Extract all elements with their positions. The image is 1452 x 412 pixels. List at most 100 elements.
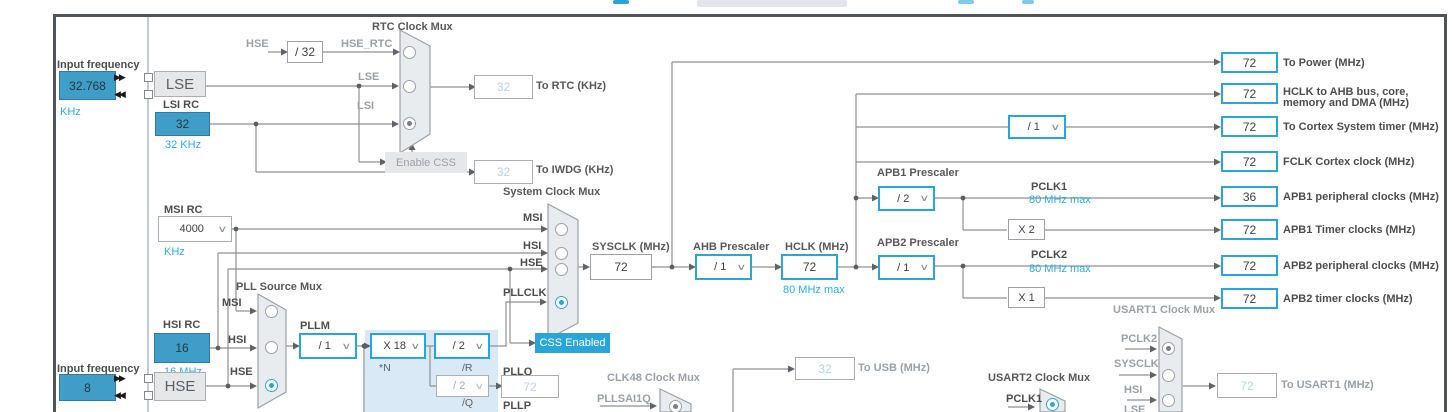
pllq-div-value: / 2	[453, 380, 466, 392]
chevron-down-icon: ∨	[736, 261, 747, 272]
sys-mux-hse-radio[interactable]	[555, 263, 568, 276]
panel-border-right	[1444, 14, 1447, 412]
to-rtc-value-box: 32	[474, 75, 533, 99]
sysclk-label: SYSCLK (MHz)	[592, 241, 670, 253]
pclk1-label: PCLK1	[1031, 181, 1068, 193]
panel-border-left	[53, 14, 56, 412]
pll-mux-msi-radio[interactable]	[265, 305, 278, 318]
lse-oscillator-box: LSE	[154, 71, 206, 97]
msi-rc-label: MSI RC	[164, 204, 203, 216]
chevron-down-icon: ∨	[410, 340, 421, 351]
lsi-rc-value-box: 32	[155, 112, 210, 136]
usart1-mux-sysclk-radio	[1162, 369, 1175, 382]
lse-input-frequency-label: Input frequency	[57, 59, 140, 71]
hclk-max-label: 80 MHz max	[783, 284, 845, 296]
pclk2-label: PCLK2	[1031, 249, 1068, 261]
cortex-timer-value-box[interactable]: 72	[1221, 116, 1278, 137]
usart2-mux-title: USART2 Clock Mux	[988, 372, 1091, 384]
pllq-value-box: 72	[501, 375, 559, 398]
ahb-prescaler-dropdown[interactable]: / 1 ∨	[695, 254, 752, 280]
usart2-pclk1-label: PCLK1	[1006, 393, 1043, 405]
clk48-mux-pllsai1q-radio	[669, 400, 682, 412]
chevron-down-icon: ∨	[474, 340, 485, 351]
hse-input-frequency-field[interactable]: 8	[59, 374, 116, 401]
pll-source-mux-title: PLL Source Mux	[236, 281, 322, 293]
apb2-peripheral-value-box[interactable]: 72	[1221, 255, 1278, 276]
chevron-down-icon: ∨	[919, 193, 930, 203]
pll-hsi-label: HSI	[228, 334, 247, 346]
enable-css-button: Enable CSS	[385, 152, 467, 173]
chevron-down-icon: ∨	[341, 340, 352, 351]
hclk-value-box[interactable]: 72	[781, 254, 838, 280]
apb2-prescaler-dropdown[interactable]: / 1 ∨	[878, 255, 935, 280]
pll-mux-hse-radio[interactable]	[265, 379, 278, 392]
usart2-mux-pclk1-radio[interactable]	[1046, 398, 1059, 411]
msi-frequency-dropdown[interactable]: 4000 ∨	[158, 216, 232, 242]
to-usb-label: To USB (MHz)	[858, 362, 930, 374]
osc32-out-pin	[144, 90, 153, 99]
apb1-peripheral-value-box[interactable]: 36	[1221, 186, 1278, 207]
rtc-lse-label: LSE	[358, 71, 380, 83]
to-rtc-label: To RTC (KHz)	[536, 80, 607, 92]
cortex-timer-prescaler-dropdown[interactable]: / 1 ∨	[1008, 115, 1066, 139]
usart1-lse-label: LSE	[1124, 404, 1146, 412]
sysclk-value-box[interactable]: 72	[590, 254, 652, 280]
sys-hsi-label: HSI	[523, 240, 542, 252]
hsi-rc-value-box: 16	[154, 333, 210, 363]
pll-mux-hsi-radio[interactable]	[265, 341, 278, 354]
pclk1-max-label: 80 MHz max	[1029, 194, 1091, 206]
toolbar-sliver-icon	[958, 0, 974, 4]
msi-frequency-value: 4000	[179, 223, 204, 235]
chevron-down-icon: ∨	[919, 262, 930, 272]
plln-multiplier-dropdown[interactable]: X 18 ∨	[370, 333, 426, 359]
to-usart1-label: To USART1 (MHz)	[1281, 379, 1374, 391]
pclk2-max-label: 80 MHz max	[1029, 263, 1091, 275]
usart1-hsi-label: HSI	[1124, 384, 1143, 396]
chevron-down-icon: ∨	[474, 380, 485, 391]
lse-input-frequency-field[interactable]: 32.768	[59, 71, 116, 100]
toolbar-sliver-icon	[1022, 0, 1034, 4]
pllr-value: / 2	[452, 340, 465, 352]
rtc-hse-divider-box: / 32	[287, 41, 323, 63]
osc-in-arrow-icon: ▶▶	[114, 72, 126, 82]
apb1-prescaler-dropdown[interactable]: / 2 ∨	[878, 186, 935, 211]
sys-mux-msi-radio[interactable]	[555, 223, 568, 236]
plln-sub-label: *N	[379, 362, 391, 374]
pllq-sub-label: /Q	[462, 397, 474, 409]
apb2-timer-value-box[interactable]: 72	[1221, 288, 1278, 309]
osc-out-arrow-icon: ◀◀	[114, 390, 126, 400]
sys-msi-label: MSI	[523, 212, 543, 224]
hclk-ahb-value-box[interactable]: 72	[1221, 83, 1278, 104]
apb1-prescaler-value: / 2	[897, 192, 910, 205]
hclk-ahb-label-line2: memory and DMA (MHz)	[1283, 97, 1410, 109]
to-iwdg-label: To IWDG (KHz)	[536, 164, 614, 176]
sys-mux-hsi-radio[interactable]	[555, 247, 568, 260]
hse-input-frequency-label: Input frequency	[57, 363, 140, 375]
osc-out-pin	[144, 391, 153, 400]
clk48-pllsai1q-label: PLLSAI1Q	[597, 393, 651, 405]
apb1-prescaler-label: APB1 Prescaler	[877, 167, 959, 179]
to-iwdg-value-box: 32	[474, 160, 533, 184]
apb2-timer-multiplier-box: X 1	[1008, 287, 1045, 308]
rtc-lsi-label: LSI	[357, 100, 375, 112]
apb2-peripheral-label: APB2 peripheral clocks (MHz)	[1283, 260, 1439, 272]
ahb-prescaler-value: / 1	[714, 261, 727, 273]
fclk-value-box[interactable]: 72	[1221, 151, 1278, 172]
lse-input-unit-label: KHz	[60, 106, 81, 118]
hsi-rc-label: HSI RC	[163, 319, 201, 331]
sys-pllclk-label: PLLCLK	[503, 287, 547, 299]
pllr-divider-dropdown[interactable]: / 2 ∨	[434, 333, 490, 359]
apb1-timer-multiplier-box: X 2	[1008, 219, 1045, 240]
apb1-timer-label: APB1 Timer clocks (MHz)	[1283, 224, 1416, 236]
ahb-prescaler-label: AHB Prescaler	[693, 241, 770, 253]
css-enabled-button[interactable]: CSS Enabled	[535, 333, 610, 353]
rtc-hse-label: HSE	[246, 38, 269, 50]
to-usb-value-box: 32	[795, 357, 855, 380]
pllm-dropdown[interactable]: / 1 ∨	[299, 333, 357, 359]
pll-hse-label: HSE	[230, 366, 253, 378]
to-power-value-box[interactable]: 72	[1221, 52, 1278, 73]
sys-mux-pllclk-radio[interactable]	[555, 296, 568, 309]
hse-oscillator-box: HSE	[154, 372, 206, 401]
apb1-timer-value-box[interactable]: 72	[1221, 219, 1278, 240]
